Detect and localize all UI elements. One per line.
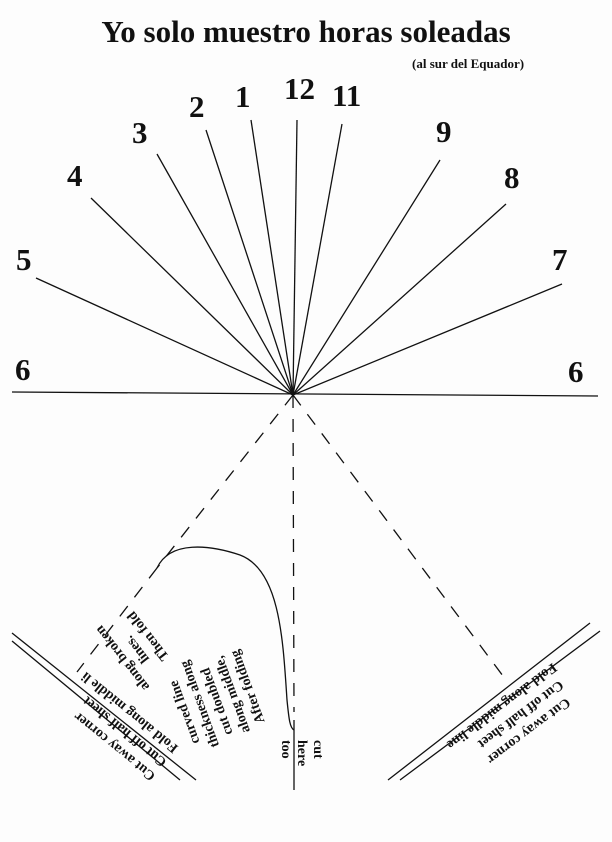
hour-line-4 bbox=[90, 197, 294, 396]
left-flap-edge-inner bbox=[11, 640, 181, 781]
hour-line-11 bbox=[292, 123, 343, 396]
cut-here-note: cut here too bbox=[278, 740, 325, 766]
curved-cut-line bbox=[156, 546, 295, 731]
fold-line-middle bbox=[292, 394, 295, 713]
left-flap-instructions: Cut away corner Cut off half sheet Fold … bbox=[71, 668, 181, 783]
hour-label-2: 2 bbox=[189, 89, 205, 124]
hour-line-1 bbox=[250, 119, 294, 396]
six-oclock-line bbox=[11, 391, 599, 397]
hour-label-7: 7 bbox=[552, 242, 568, 277]
hour-line-8 bbox=[292, 203, 507, 396]
hour-line-3 bbox=[156, 153, 294, 396]
hour-line-5 bbox=[35, 277, 294, 396]
left-flap-edge-outer bbox=[11, 632, 197, 781]
hour-label-4: 4 bbox=[67, 158, 83, 193]
hour-label-9: 9 bbox=[436, 114, 452, 149]
cut-note: curved line thickness along cut doubled … bbox=[167, 648, 269, 750]
hour-line-12 bbox=[292, 119, 298, 396]
cut-here-line-2: here bbox=[294, 740, 309, 766]
hour-label-6-left: 6 bbox=[15, 352, 31, 387]
right-flap-edge-inner bbox=[399, 630, 601, 781]
hour-label-12: 12 bbox=[284, 71, 315, 106]
hour-line-9 bbox=[292, 159, 441, 396]
page-title: Yo solo muestro horas soleadas bbox=[101, 14, 511, 49]
hour-label-3: 3 bbox=[132, 115, 148, 150]
hour-label-1: 1 bbox=[235, 79, 251, 114]
right-flap-edge-outer bbox=[387, 622, 591, 781]
hour-label-6-right: 6 bbox=[568, 354, 584, 389]
right-flap-instructions: Cut away corner Cut off half sheet Fold … bbox=[444, 659, 573, 766]
fold-line-right bbox=[292, 394, 507, 681]
page-subtitle: (al sur del Equador) bbox=[412, 56, 525, 71]
fold-line-left bbox=[156, 394, 294, 569]
hour-line-7 bbox=[292, 283, 563, 396]
hour-line-2 bbox=[205, 129, 294, 396]
cut-here-line-1: cut bbox=[310, 740, 325, 759]
hour-label-5: 5 bbox=[16, 242, 32, 277]
hour-label-11: 11 bbox=[332, 78, 361, 113]
cut-here-line-3: too bbox=[278, 740, 293, 759]
hour-label-8: 8 bbox=[504, 160, 520, 195]
fold-note: along broken lines. Then fold bbox=[93, 608, 173, 693]
